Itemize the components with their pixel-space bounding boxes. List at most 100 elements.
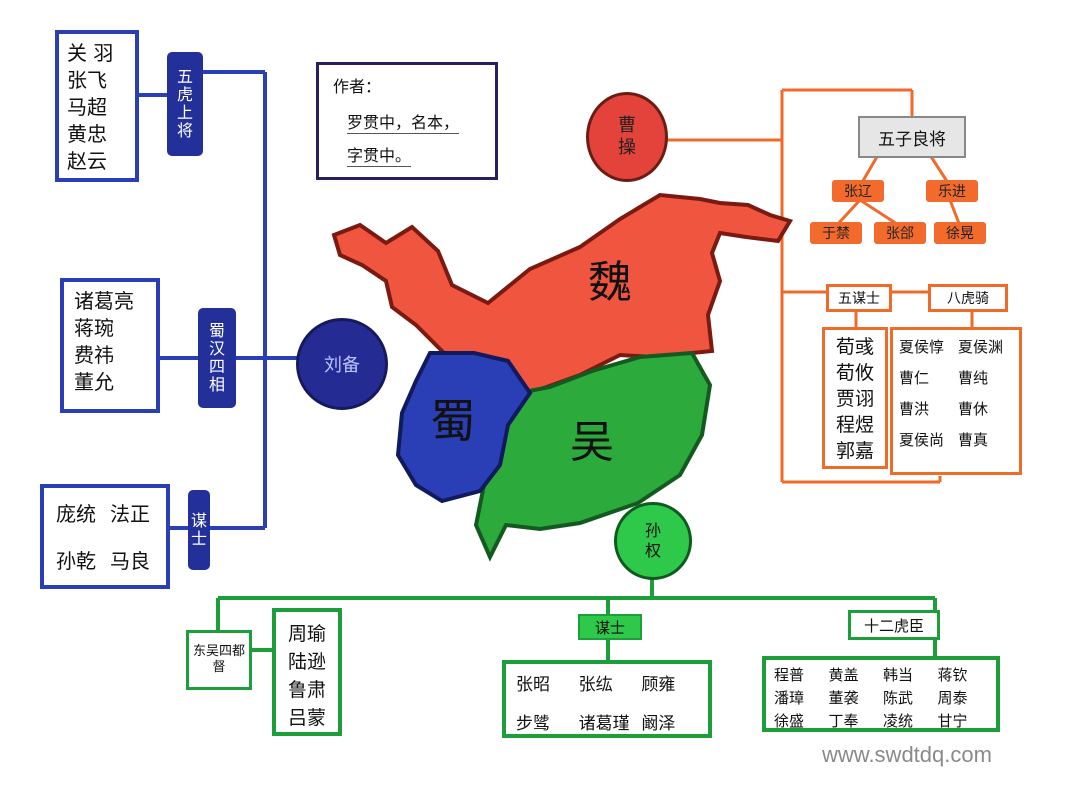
shu-region (395, 351, 533, 504)
wu-commander-name-1: 周瑜 (287, 623, 326, 645)
wu-twelve-name-9: 徐盛 (774, 712, 805, 730)
wu-twelve-name-3: 韩当 (883, 666, 914, 684)
wei-advisor-name-4: 程煜 (835, 414, 874, 436)
minister-label-char-2: 汉 (208, 339, 225, 358)
wu-twelve-name-4: 蒋钦 (937, 666, 968, 684)
wei-cavalry-name-1: 夏侯惇 (899, 338, 945, 356)
wu-advisor-name-4: 步骘 (516, 714, 550, 734)
wu-label: 吴 (570, 417, 614, 468)
shu-tiger-name-5: 赵云 (67, 149, 107, 173)
cao-cao-circle: 曹 操 (586, 92, 668, 182)
wu-twelve-name-6: 董袭 (828, 689, 859, 707)
tiger-label-char-4: 将 (176, 121, 193, 140)
wei-cavalry-name-5: 曹洪 (899, 400, 930, 418)
shu-label: 蜀 (430, 394, 476, 448)
liu-bei-circle: 刘备 (296, 318, 388, 410)
wei-cavalry-name-6: 曹休 (958, 400, 989, 418)
wu-commander-name-2: 陆逊 (287, 651, 326, 673)
shu-tiger-name-1: 关 羽 (67, 41, 114, 65)
five-generals-label: 五子良将 (858, 116, 966, 158)
wei-general-5: 徐晃 (934, 222, 986, 244)
wu-advisor-name-2: 张纮 (578, 675, 613, 695)
watermark: www.swdtdq.com (822, 742, 992, 767)
tiger-generals-label: 五虎上将 (167, 52, 203, 156)
shu-minister-name-4: 董允 (74, 370, 114, 394)
advisors-box: 庞统法正孙乾马良 (40, 484, 170, 589)
wu-commander-name-4: 吕蒙 (287, 707, 326, 729)
three-kingdoms-map: 魏 蜀 吴 (331, 192, 794, 562)
ministers-box: 诸葛亮蒋琬费祎董允 (60, 278, 160, 413)
wu-commanders-label-box: 东吴四都督 (186, 630, 252, 690)
wei-advisor-name-5: 郭嘉 (835, 440, 874, 462)
minister-label-char-4: 相 (208, 375, 225, 394)
wei-cavalry-name-2: 夏侯渊 (958, 338, 1004, 356)
shu-tiger-name-2: 张飞 (67, 68, 107, 92)
shu-tiger-name-4: 黄忠 (67, 122, 107, 146)
wei-cavalry-name-8: 曹真 (958, 431, 989, 449)
shu-advisor-name-2: 法正 (110, 502, 150, 526)
wei-general-2: 乐进 (926, 180, 978, 202)
wei-cavalry-name-4: 曹纯 (958, 369, 989, 387)
tiger-label-char-2: 虎 (176, 85, 193, 104)
tiger-label-char-3: 上 (176, 103, 193, 122)
wu-advisor-name-6: 阚泽 (641, 714, 676, 734)
wei-advisors-box: 荀彧荀攸贾诩程煜郭嘉 (822, 327, 888, 469)
wei-cavalry-name-7: 夏侯尚 (899, 431, 945, 449)
wei-general-4: 张郃 (874, 222, 926, 244)
wei-advisor-name-2: 荀攸 (835, 362, 874, 384)
shu-tiger-name-3: 马超 (67, 95, 107, 119)
wu-advisors-box: 张昭 张纮 顾雍步骘 诸葛瑾阚泽 (502, 660, 712, 738)
wu-twelve-name-7: 陈武 (883, 689, 914, 707)
author-box: 作者： 罗贯中，名本， 字贯中。 (316, 62, 498, 180)
shu-advisor-name-4: 马良 (110, 549, 150, 573)
shu-minister-name-2: 蒋琬 (74, 316, 114, 340)
shu-advisor-name-3: 孙乾 (56, 549, 96, 573)
sun-quan-char-1: 孙 (644, 521, 661, 540)
wu-twelve-name-1: 程普 (774, 666, 805, 684)
wu-twelve-name-8: 周泰 (937, 689, 968, 707)
wei-cavalry-label: 八虎骑 (928, 284, 1008, 312)
wei-label: 魏 (588, 257, 632, 308)
wu-twelve-name-5: 潘璋 (774, 689, 805, 707)
wu-advisor-name-3: 顾雍 (641, 675, 676, 695)
wei-cavalry-name-3: 曹仁 (899, 369, 930, 387)
wu-advisor-name-1: 张昭 (516, 675, 550, 695)
wu-commanders-box: 周瑜陆逊鲁肃吕蒙 (272, 608, 342, 736)
wei-advisor-name-3: 贾诩 (835, 388, 874, 410)
author-title: 作者： (333, 77, 382, 96)
wu-twelve-name-10: 丁奉 (828, 712, 859, 730)
advisor-label-char-1: 谋 (190, 511, 207, 530)
wu-commander-name-3: 鲁肃 (287, 679, 326, 701)
minister-label-char-1: 蜀 (208, 321, 225, 340)
wu-twelve-box: 程普 黄盖 韩当 蒋钦潘璋 董袭 陈武 周泰徐盛 丁奉 凌统 甘宁 (762, 656, 1000, 732)
advisor-label-char-2: 士 (190, 529, 207, 548)
sun-quan-char-2: 权 (644, 541, 661, 560)
sun-quan-circle: 孙 权 (614, 502, 692, 580)
shu-minister-name-1: 诸葛亮 (74, 289, 134, 313)
wu-region (473, 350, 713, 562)
cao-cao-char-2: 操 (618, 137, 636, 158)
minister-label-char-3: 四 (208, 357, 225, 376)
author-line1: 罗贯中，名本， (347, 109, 460, 134)
shu-minister-name-3: 费祎 (74, 343, 114, 367)
wu-advisors-label: 谋士 (578, 614, 642, 640)
wei-general-1: 张辽 (832, 180, 884, 202)
wei-region (331, 192, 794, 396)
liu-bei-name: 刘备 (324, 355, 360, 376)
author-line2: 字贯中。 (347, 142, 412, 167)
wei-cavalry-box: 夏侯惇夏侯渊曹仁 曹纯曹洪 曹休夏侯尚曹真 (890, 327, 1022, 475)
wu-twelve-name-12: 甘宁 (937, 712, 968, 730)
tiger-label-char-1: 五 (176, 67, 193, 86)
ministers-label: 蜀汉四相 (198, 308, 236, 408)
cao-cao-char-1: 曹 (618, 115, 636, 136)
wei-general-3: 于禁 (810, 222, 862, 244)
wu-advisor-name-5: 诸葛瑾 (578, 714, 630, 734)
wu-twelve-label: 十二虎臣 (848, 610, 940, 640)
wei-advisors-label: 五谋士 (826, 284, 892, 312)
wu-twelve-name-2: 黄盖 (828, 666, 859, 684)
wei-advisor-name-1: 荀彧 (835, 336, 874, 358)
wu-twelve-name-11: 凌统 (883, 712, 914, 730)
shu-advisor-name-1: 庞统 (56, 502, 96, 526)
advisors-label: 谋士 (188, 490, 210, 570)
